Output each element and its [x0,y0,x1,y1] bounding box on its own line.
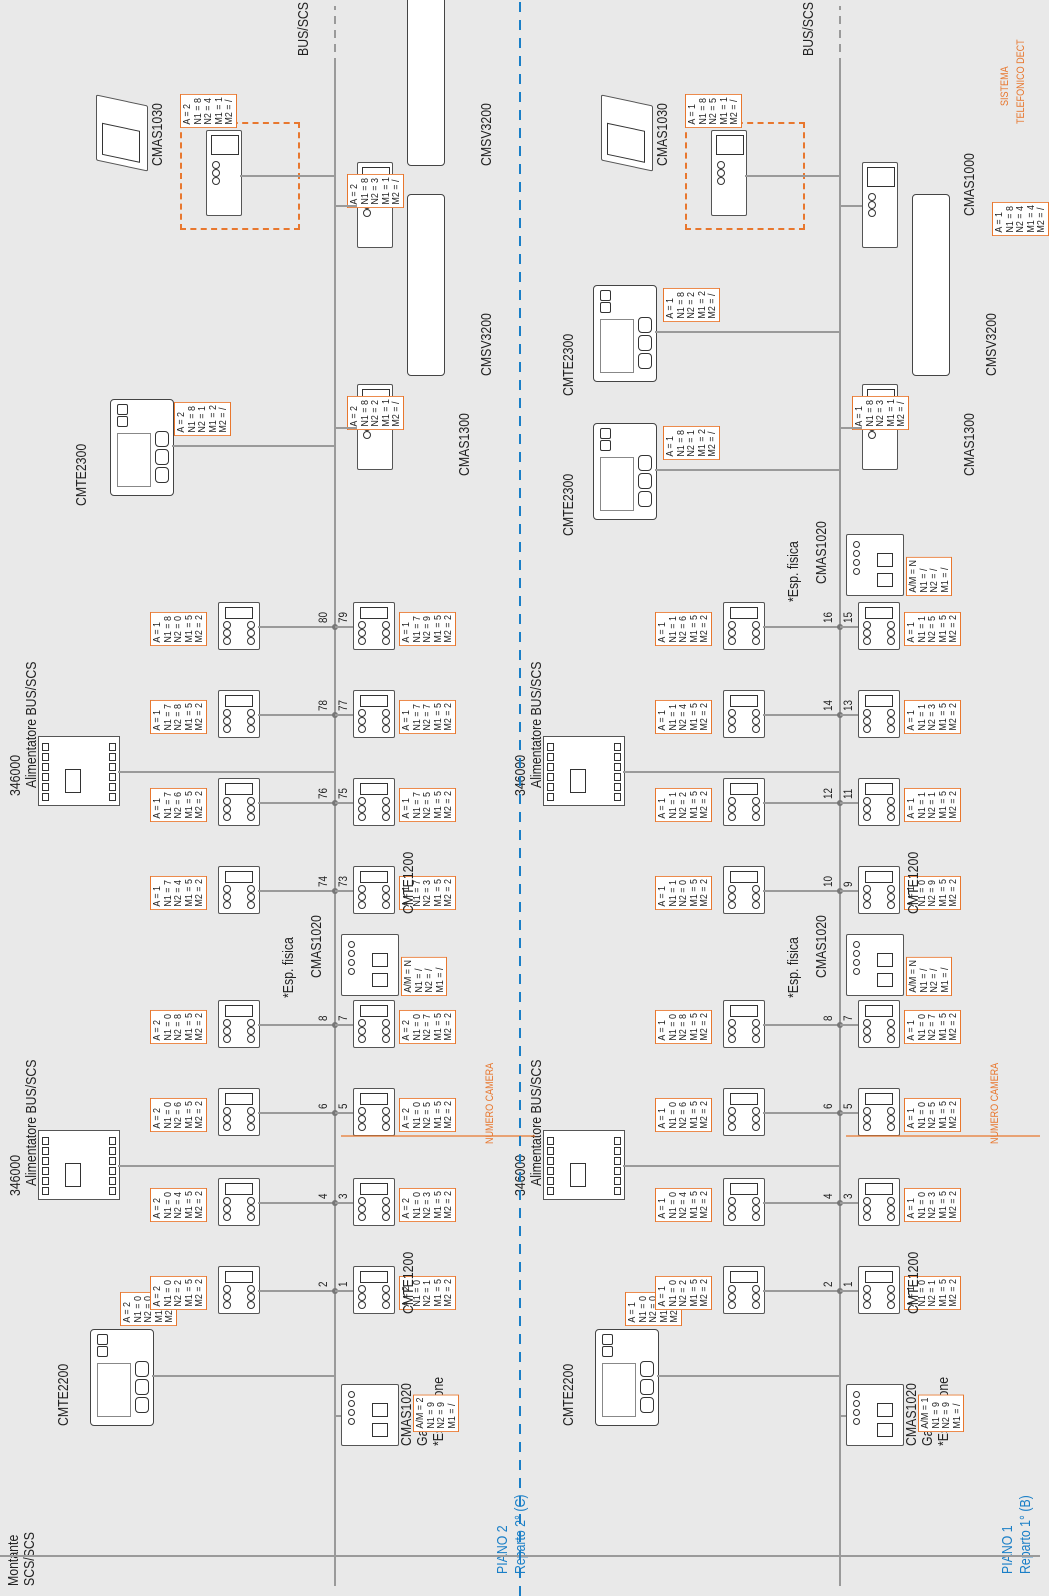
wiring-svg [0,0,1040,1596]
